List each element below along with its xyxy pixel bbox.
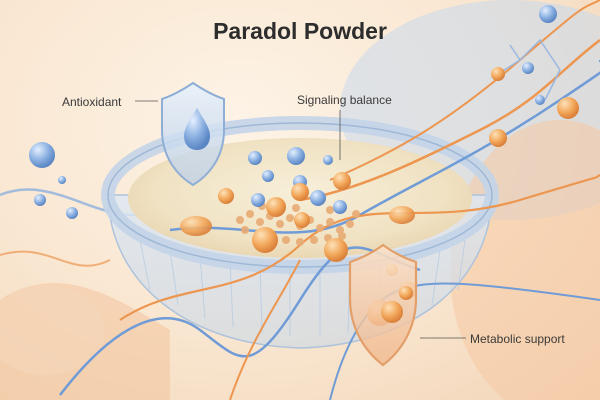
- label-signaling-balance: Signaling balance: [297, 93, 392, 107]
- label-antioxidant: Antioxidant: [62, 95, 122, 109]
- page-title: Paradol Powder: [213, 18, 387, 44]
- shield-molecules-icon: [348, 243, 418, 367]
- shield-droplet-icon: [161, 81, 225, 187]
- label-metabolic-support: Metabolic support: [470, 332, 565, 346]
